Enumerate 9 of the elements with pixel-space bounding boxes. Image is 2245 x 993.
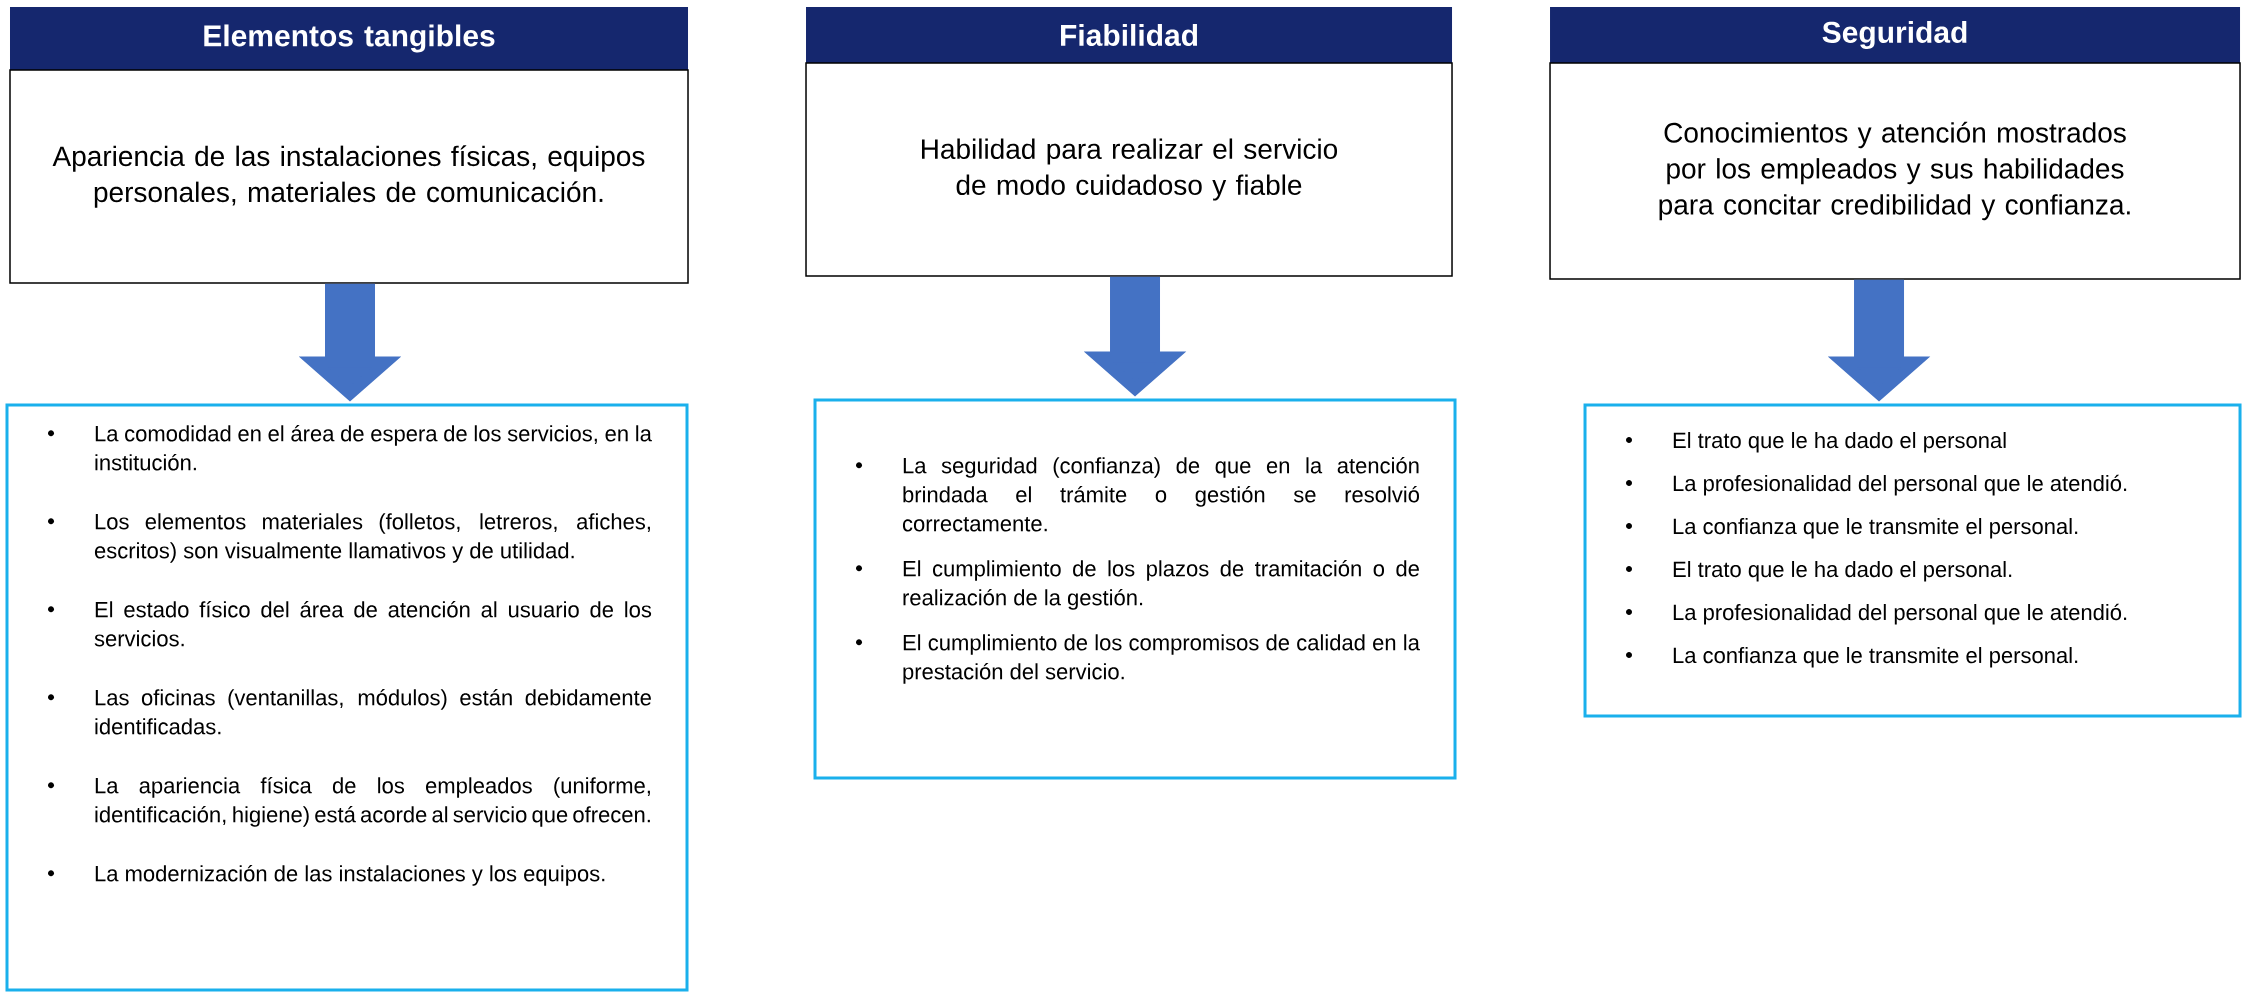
header-band: Seguridad [1550,7,2241,63]
header-band: Fiabilidad [806,7,1452,63]
bullet-list-box: La seguridad (confianza) de que en la atención brindada el trámite o gestión se resolvió correctamente. El cumplimiento de los plazos de tramitación o de realización de la gestión. El cumplimiento de los compromisos de calidad en la prestación del servicio. [813,398,1457,780]
bullet-list-box: El trato que le ha dado el personal La profesionalidad del personal que le atendió. La confianza que le transmite el personal. El trato que le ha dado el personal. La profesionalidad del personal que le atendió. La confianza que le transmite el personal. [1583,403,2242,718]
description-box: Apariencia de las instalaciones físicas, equipos personales, materiales de comunicación. [9,69,689,284]
header-band: Elementos tangibles [10,7,688,70]
description-box: Conocimientos y atención mostrados por los empleados y sus habilidades para concitar credibilidad y confianza. [1549,62,2241,280]
description-box: Habilidad para realizar el servicio de modo cuidadoso y fiable [805,62,1453,277]
bullet-list-box: La comodidad en el área de espera de los servicios, en la institución. Los elementos materiales (folletos, letreros, afiches, escritos) son visualmente llamativos y de utilidad. El estado físico del área de atención al usuario de los servicios. Las oficinas (ventanillas, módulos) están debidamente identificadas. La apariencia física de los empleados (uniforme, identificación, higiene) está acorde al servicio que ofrecen. La modernización de las instalaciones y los equipos. [5,403,689,992]
